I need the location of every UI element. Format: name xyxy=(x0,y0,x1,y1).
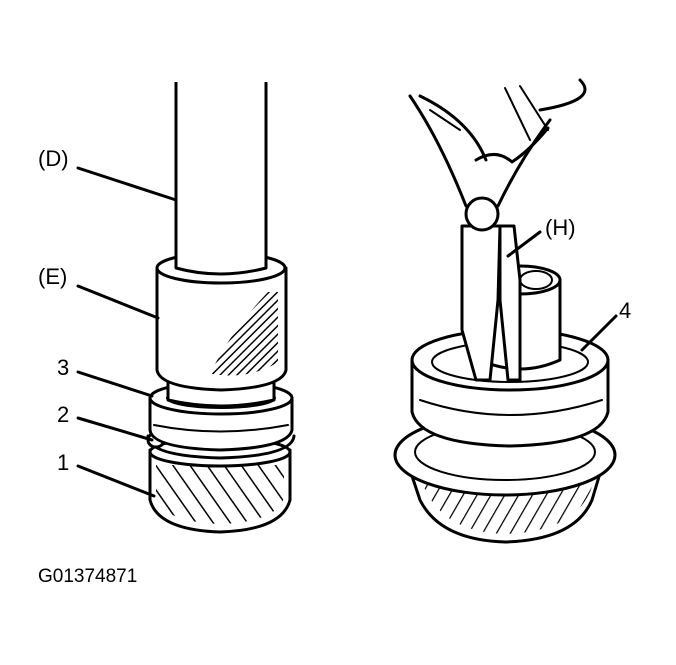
pliers-H xyxy=(408,78,587,382)
figure-id: G01374871 xyxy=(38,566,138,587)
callout-H: (H) xyxy=(545,215,576,240)
leader-lines xyxy=(76,166,618,498)
callout-E: (E) xyxy=(38,264,68,289)
callout-3: 3 xyxy=(57,355,70,380)
right-assembly xyxy=(393,78,617,544)
callout-2: 2 xyxy=(57,402,70,427)
callout-4: 4 xyxy=(619,298,632,323)
callout-D: (D) xyxy=(38,146,69,171)
left-assembly xyxy=(146,82,296,534)
callout-1: 1 xyxy=(57,450,70,475)
tube-D xyxy=(174,82,268,276)
